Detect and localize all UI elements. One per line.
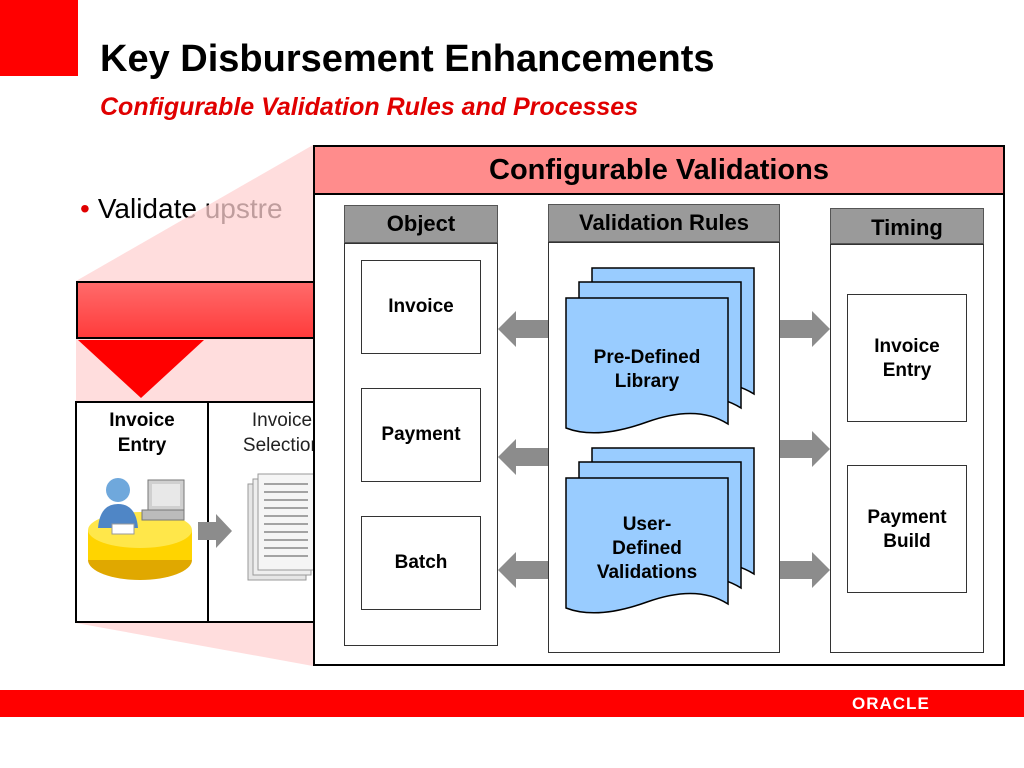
object-item-invoice: Invoice (361, 260, 481, 354)
timing-item-line: Invoice (874, 336, 940, 357)
validation-rules-column-header: Validation Rules (548, 204, 780, 242)
panel-title: Configurable Validations (315, 147, 1003, 195)
doc-label-user-defined-validations: User- Defined Validations (566, 513, 728, 585)
object-column-header: Object (344, 205, 498, 243)
object-item-batch: Batch (361, 516, 481, 610)
right-arrow-icon (780, 552, 830, 588)
timing-item-line: Entry (882, 360, 932, 381)
flow-step-invoice-entry: Invoice Entry (77, 408, 207, 458)
person-at-desk-icon (88, 478, 192, 580)
timing-item-line: Build (883, 531, 931, 552)
document-stack-icon (565, 267, 755, 434)
doc-label-predefined-library: Pre-Defined Library (566, 346, 728, 394)
timing-item-payment-build: Payment Build (847, 465, 967, 593)
timing-item-invoice-entry: Invoice Entry (847, 294, 967, 422)
document-stack-icon (565, 447, 755, 614)
flow-step-invoice-selection: Invoice Selection (212, 408, 352, 458)
doc-label-line: Pre-Defined (593, 347, 701, 368)
doc-label-line: Validations (596, 562, 698, 583)
right-arrow-icon (780, 311, 830, 347)
doc-label-line: Library (614, 371, 680, 392)
right-arrow-icon (780, 431, 830, 467)
flow-step-label-line: Invoice (251, 410, 313, 431)
flow-step-label-line: Invoice (109, 410, 175, 431)
process-bar (76, 281, 326, 339)
bullet-dot-icon: • (80, 193, 90, 224)
footer-bar (0, 690, 1024, 717)
timing-column-header: Timing (830, 208, 984, 244)
left-arrow-icon (498, 311, 548, 347)
object-item-payment: Payment (361, 388, 481, 482)
corner-accent (0, 0, 78, 76)
flow-step-label-line: Entry (117, 435, 167, 456)
down-triangle-icon (78, 340, 204, 398)
left-arrow-icon (498, 552, 548, 588)
slide-title: Key Disbursement Enhancements (100, 38, 715, 80)
slide-subtitle: Configurable Validation Rules and Proces… (100, 93, 639, 121)
oracle-logo: ORACLE (852, 694, 930, 713)
timing-item-line: Payment (867, 507, 947, 528)
doc-label-line: User- (622, 514, 672, 535)
process-flow-divider (207, 401, 209, 623)
flow-arrow-icon (198, 514, 232, 548)
left-arrow-icon (498, 439, 548, 475)
document-stack-icon (247, 473, 315, 581)
doc-label-line: Defined (612, 538, 682, 559)
flow-step-label-line: Selection (242, 435, 322, 456)
